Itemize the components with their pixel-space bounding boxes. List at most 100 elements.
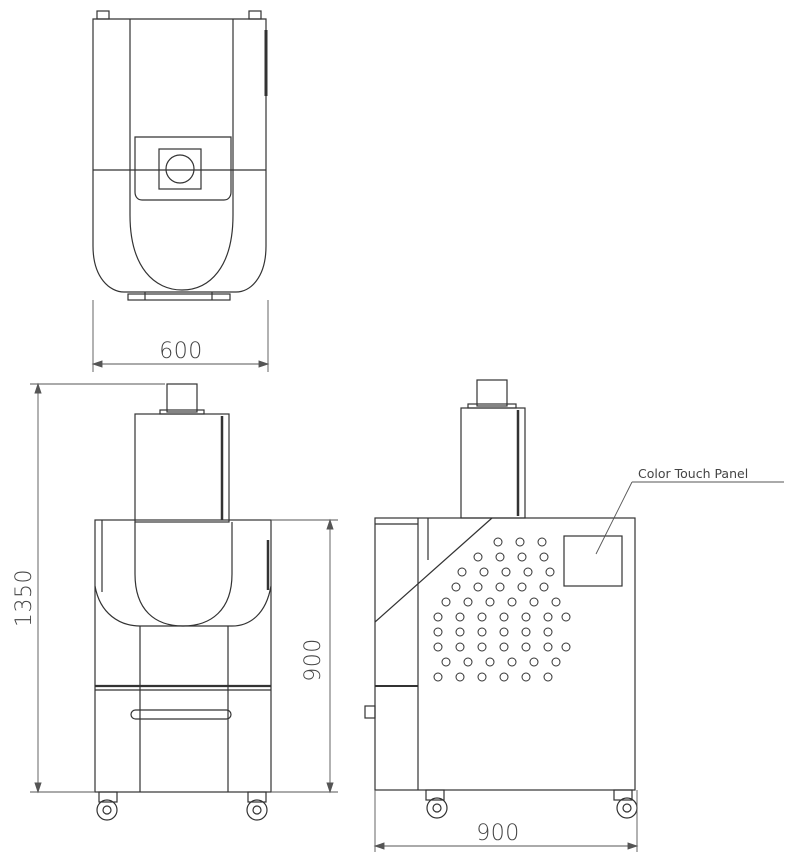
side-caster-left-wheel <box>426 797 448 819</box>
vent-hole <box>543 672 553 682</box>
vent-hole <box>507 657 517 667</box>
vent-hole <box>561 612 571 622</box>
vent-hole <box>463 657 473 667</box>
front-caster-left-wheel <box>96 799 118 821</box>
vent-hole <box>501 567 511 577</box>
side-depth-dimension <box>373 790 639 852</box>
vent-hole <box>463 597 473 607</box>
vent-hole <box>441 657 451 667</box>
vent-hole <box>551 597 561 607</box>
front-height-dimension <box>30 382 165 794</box>
vent-hole <box>433 672 443 682</box>
vent-hole <box>521 642 531 652</box>
vent-hole <box>521 627 531 637</box>
dim-arrow-bottom-900 <box>326 782 334 794</box>
vent-hole <box>499 627 509 637</box>
vent-hole <box>455 672 465 682</box>
front-caster-left <box>96 791 118 821</box>
vent-hole <box>479 567 489 577</box>
front-caster-left-hub <box>102 805 112 815</box>
vent-hole <box>539 552 549 562</box>
dim-arrow-right-depth <box>627 842 639 850</box>
vent-hole <box>485 657 495 667</box>
dim-arrow-bottom-1350 <box>34 782 42 794</box>
vent-hole <box>495 582 505 592</box>
vent-hole <box>499 642 509 652</box>
front-caster-left-bracket <box>98 791 118 803</box>
vent-hole <box>477 612 487 622</box>
callout-label: Color Touch Panel <box>638 466 748 481</box>
side-depth-label: 900 <box>476 821 520 846</box>
vent-hole <box>543 627 553 637</box>
side-exhaust-pipe <box>476 379 508 407</box>
vent-hole <box>477 627 487 637</box>
vent-hole <box>543 642 553 652</box>
color-touch-panel[interactable] <box>563 535 623 587</box>
top-lower-u-shape <box>129 170 234 291</box>
dim-arrow-left <box>91 360 103 368</box>
front-body-dimension <box>271 518 338 794</box>
side-caster-right-wheel <box>616 797 638 819</box>
front-caster-right-wheel <box>246 799 268 821</box>
vent-hole <box>493 537 503 547</box>
side-caster-right-hub <box>622 803 632 813</box>
top-port-circle <box>165 154 195 184</box>
callout-leader <box>595 481 784 555</box>
top-width-label: 600 <box>159 339 203 364</box>
front-inner-u-shape <box>134 522 233 627</box>
dim-arrow-right <box>258 360 270 368</box>
top-hood-outline <box>134 136 232 201</box>
top-port-frame <box>158 148 202 190</box>
side-outlet-nub <box>364 705 376 719</box>
vent-hole <box>457 567 467 577</box>
dim-arrow-top-1350 <box>34 382 42 394</box>
vent-hole <box>515 537 525 547</box>
dim-arrow-top-900 <box>326 518 334 530</box>
vent-hole <box>551 657 561 667</box>
vent-hole <box>455 612 465 622</box>
front-height-label: 1350 <box>12 569 37 627</box>
side-vent-holes <box>433 537 571 682</box>
vent-hole <box>523 567 533 577</box>
vent-hole <box>517 552 527 562</box>
vent-hole <box>433 642 443 652</box>
top-width-dimension <box>91 300 270 372</box>
front-handle <box>130 709 232 720</box>
top-outline <box>92 18 267 293</box>
callout-pointer <box>595 481 633 555</box>
front-column <box>134 413 230 523</box>
front-view <box>94 383 272 793</box>
side-caster-right-bracket <box>613 789 633 801</box>
front-cabinet <box>94 519 272 793</box>
vent-hole <box>521 612 531 622</box>
side-caster-left-bracket <box>425 789 445 801</box>
side-caster-left <box>425 789 448 819</box>
vent-hole <box>499 672 509 682</box>
vent-hole <box>451 582 461 592</box>
vent-hole <box>529 597 539 607</box>
vent-hole <box>539 582 549 592</box>
vent-hole <box>441 597 451 607</box>
vent-hole <box>521 672 531 682</box>
vent-hole <box>473 552 483 562</box>
side-cabinet <box>374 517 636 791</box>
vent-hole <box>477 672 487 682</box>
front-bowl-curve <box>94 585 272 627</box>
vent-hole <box>543 612 553 622</box>
vent-hole <box>433 627 443 637</box>
front-body-height-label: 900 <box>301 638 326 682</box>
vent-hole <box>455 627 465 637</box>
vent-hole <box>473 582 483 592</box>
vent-hole <box>507 597 517 607</box>
vent-hole <box>529 657 539 667</box>
vent-hole <box>545 567 555 577</box>
top-view <box>92 10 268 301</box>
side-caster-right <box>613 789 638 819</box>
vent-hole <box>455 642 465 652</box>
front-caster-right-bracket <box>247 791 267 803</box>
side-diagonal-seam <box>374 517 493 623</box>
side-caster-left-hub <box>432 803 442 813</box>
front-caster-right-hub <box>252 805 262 815</box>
top-clip-left <box>96 10 110 20</box>
